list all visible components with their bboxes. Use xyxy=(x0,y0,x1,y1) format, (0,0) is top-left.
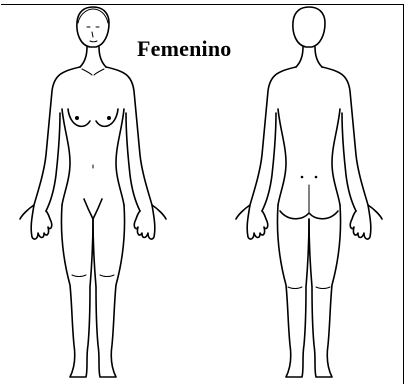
figure-label: Femenino xyxy=(137,36,231,62)
body-back-view xyxy=(220,5,400,383)
back-right-leg xyxy=(309,205,341,377)
front-right-leg xyxy=(93,205,125,377)
back-head xyxy=(293,7,325,47)
front-left-leg xyxy=(61,205,93,377)
front-head xyxy=(77,7,109,47)
back-left-leg xyxy=(277,205,309,377)
front-right-arm xyxy=(106,67,152,205)
back-right-arm xyxy=(322,67,368,205)
back-left-arm xyxy=(250,67,296,205)
front-left-arm xyxy=(34,67,80,205)
